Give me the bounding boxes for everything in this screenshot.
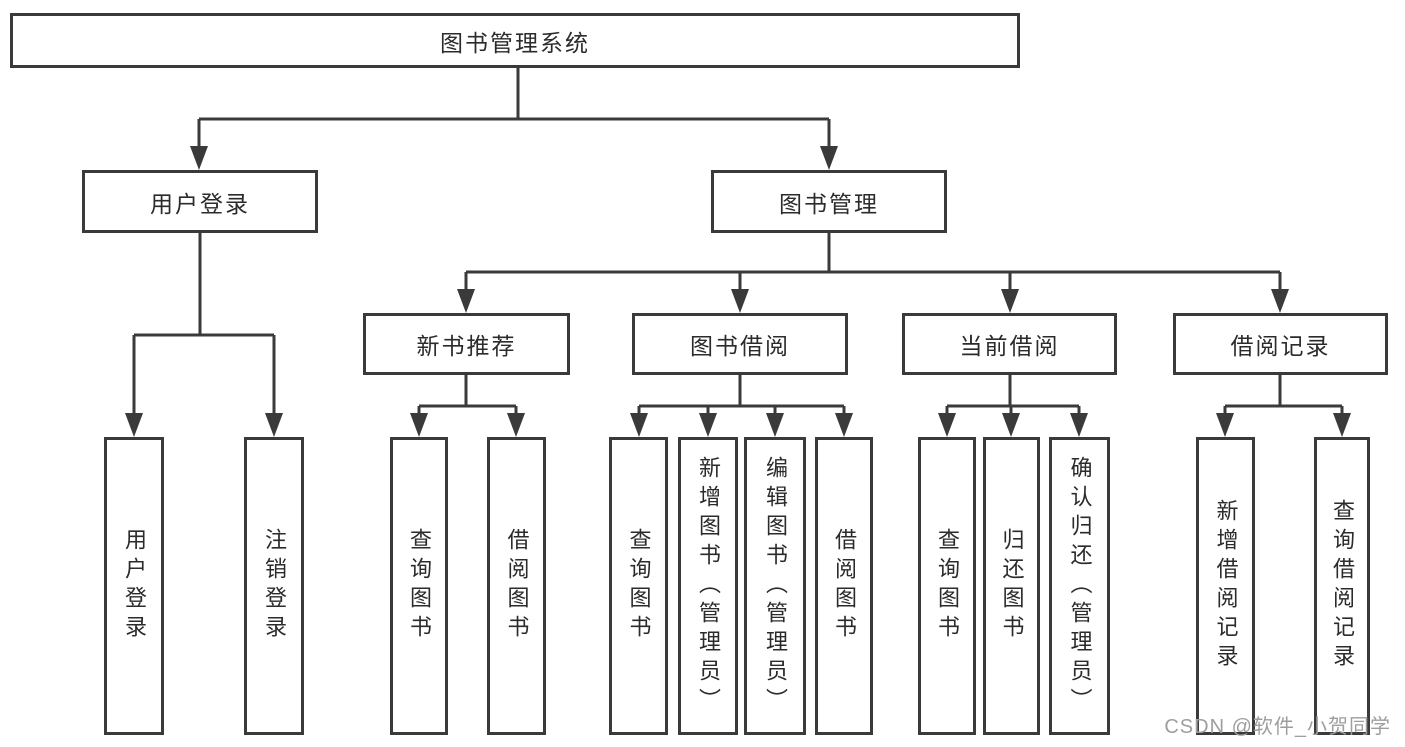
node-current-borrow: 当前借阅 (902, 313, 1117, 375)
node-borrow-records: 借阅记录 (1173, 313, 1388, 375)
leaf-query-books-borrow: 查询图书 (609, 437, 668, 735)
leaf-borrow-books-recommend: 借阅图书 (487, 437, 546, 735)
leaf-edit-book-admin-label: 编辑图书（管理员） (763, 455, 788, 717)
node-borrow-records-label: 借阅记录 (1230, 333, 1331, 359)
node-current-borrow-label: 当前借阅 (959, 333, 1060, 359)
node-book-borrow-label: 图书借阅 (690, 333, 790, 359)
leaf-confirm-return-admin: 确认归还（管理员） (1049, 437, 1110, 735)
leaf-user-login: 用户登录 (104, 437, 164, 735)
leaf-logout-label: 注销登录 (262, 528, 287, 644)
node-book-management-label: 图书管理 (779, 190, 879, 217)
leaf-borrow-books-label: 借阅图书 (832, 528, 857, 644)
leaf-logout: 注销登录 (244, 437, 304, 735)
node-user-login-label: 用户登录 (150, 190, 250, 217)
leaf-query-borrow-record: 查询借阅记录 (1314, 437, 1370, 735)
leaf-return-book: 归还图书 (983, 437, 1040, 735)
node-new-book-recommend: 新书推荐 (363, 313, 570, 375)
leaf-query-books-borrow-label: 查询图书 (626, 528, 652, 644)
node-new-book-recommend-label: 新书推荐 (416, 333, 517, 359)
leaf-add-book-admin: 新增图书（管理员） (678, 437, 738, 735)
leaf-add-borrow-record-label: 新增借阅记录 (1213, 499, 1239, 673)
node-root: 图书管理系统 (10, 13, 1020, 68)
leaf-edit-book-admin: 编辑图书（管理员） (744, 437, 806, 735)
leaf-user-login-label: 用户登录 (122, 528, 147, 644)
leaf-query-books-current: 查询图书 (918, 437, 976, 735)
leaf-confirm-return-admin-label: 确认归还（管理员） (1067, 455, 1093, 717)
leaf-add-borrow-record: 新增借阅记录 (1196, 437, 1255, 735)
node-book-borrow: 图书借阅 (632, 313, 848, 375)
leaf-query-borrow-record-label: 查询借阅记录 (1330, 499, 1355, 673)
leaf-return-book-label: 归还图书 (999, 528, 1025, 644)
node-root-label: 图书管理系统 (440, 29, 590, 56)
node-book-management: 图书管理 (711, 170, 947, 233)
leaf-borrow-books: 借阅图书 (815, 437, 873, 735)
leaf-query-books-current-label: 查询图书 (935, 528, 960, 644)
leaf-add-book-admin-label: 新增图书（管理员） (696, 455, 721, 717)
watermark: CSDN @软件_小贺同学 (1164, 716, 1391, 738)
leaf-query-books-recommend: 查询图书 (390, 437, 448, 735)
leaf-borrow-books-recommend-label: 借阅图书 (504, 528, 530, 644)
node-user-login: 用户登录 (82, 170, 318, 233)
leaf-query-books-recommend-label: 查询图书 (407, 528, 432, 644)
